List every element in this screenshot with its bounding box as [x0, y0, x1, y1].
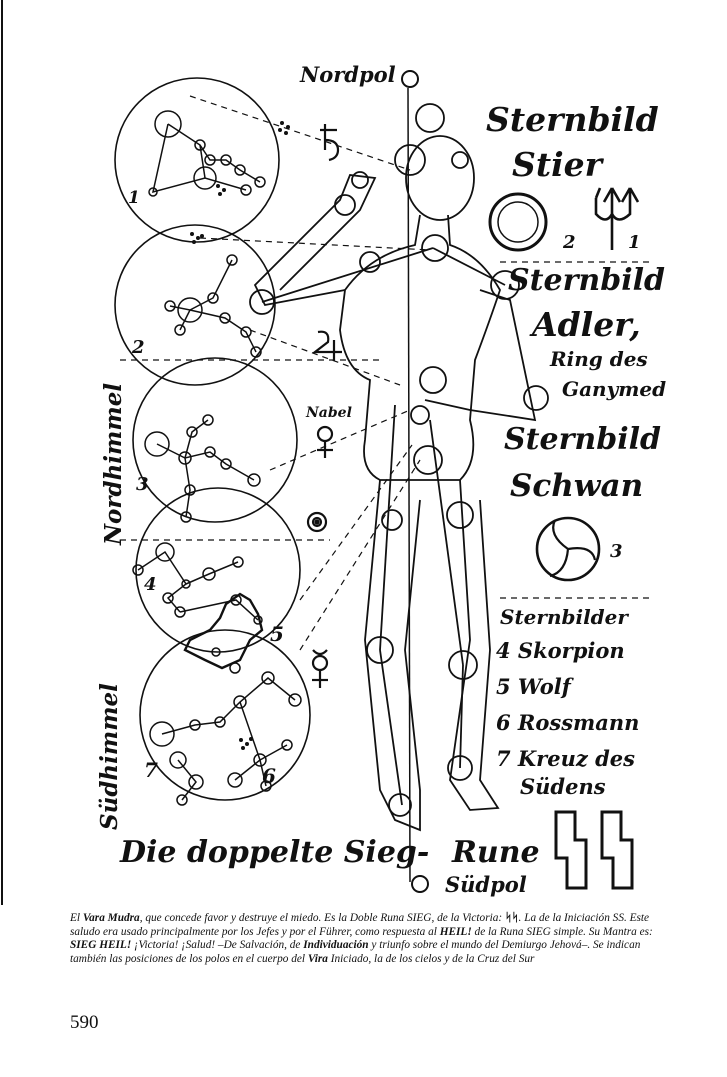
constellation-number-3: 3: [136, 474, 149, 495]
constellation-number-7: 7: [144, 758, 158, 782]
ring-label-1: Ring des: [550, 347, 648, 371]
stier-title-1: Sternbild: [486, 100, 659, 139]
schwan-title-1: Sternbild: [504, 422, 661, 457]
nordpol-circle: [401, 70, 419, 88]
constellation-number-6: 6: [262, 764, 276, 788]
ring-mark-2: 2: [563, 232, 576, 253]
caption-text: . La de la Iniciación SS. Este saludo er…: [70, 912, 650, 938]
caption-text: , que concede favor y destruye el miedo.…: [139, 912, 503, 924]
suedpol-label: Südpol: [445, 872, 527, 897]
caption-text: El: [70, 912, 83, 924]
constellation-number-5: 5: [270, 622, 284, 646]
doppelte-title-1: Die doppelte Sieg-: [120, 835, 430, 870]
rune-mark-1: 1: [628, 232, 641, 253]
planet-symbols: [306, 124, 342, 688]
list-item-6: 6 Rossmann: [496, 710, 640, 735]
suedpol-circle: [411, 875, 429, 893]
stier-title-2: Stier: [512, 145, 602, 184]
triskelion-mark-3: 3: [610, 541, 623, 562]
caption-bold-individuacion: Individuación: [303, 939, 369, 952]
human-figure: [249, 103, 549, 832]
nordpol-label: Nordpol: [300, 62, 396, 87]
sky-circles: [114, 77, 311, 801]
list-item-7b: Südens: [520, 774, 606, 799]
triskelion-symbol: [535, 516, 601, 582]
caption-bold-vara-mudra: Vara Mudra: [82, 912, 140, 924]
adler-title-2: Adler,: [532, 305, 641, 344]
caption-bold-heil: HEIL!: [439, 925, 472, 938]
double-sieg-rune: [554, 810, 634, 890]
schwan-title-2: Schwan: [510, 468, 644, 504]
caption-runes: ᛋᛋ: [504, 912, 519, 924]
constellation-number-4: 4: [144, 574, 157, 595]
constellation-number-1: 1: [128, 188, 140, 208]
suedhimmel-label: Südhimmel: [96, 683, 123, 830]
caption-bold-sieg-heil: SIEG HEIL!: [70, 939, 132, 952]
ring-symbol: [488, 192, 548, 252]
list-item-4: 4 Skorpion: [496, 638, 625, 663]
nordhimmel-label: Nordhimmel: [100, 382, 127, 545]
nabel-label: Nabel: [306, 405, 352, 421]
list-item-5: 5 Wolf: [496, 674, 571, 699]
caption-bold-vira: Vira: [307, 952, 328, 965]
list-item-7a: 7 Kreuz des: [496, 746, 635, 771]
page-number: 590: [70, 1012, 99, 1033]
sternbilder-label: Sternbilder: [500, 605, 628, 629]
caption-text: Iniciado, la de los cielos y de la Cruz …: [327, 952, 535, 965]
caption-text: ¡Victoria! ¡Salud! –De Salvación, de: [131, 939, 304, 952]
figure-caption: El Vara Mudra, que concede favor y destr…: [70, 912, 670, 966]
caption-text: y triunfo sobre el mundo del Demiurgo Je…: [70, 939, 641, 965]
sieg-rune-illustration: [1, 0, 650, 905]
ring-label-2: Ganymed: [562, 377, 667, 401]
caption-text: de la Runa SIEG simple. Su Mantra es:: [471, 925, 653, 938]
constellation-number-2: 2: [132, 337, 145, 358]
doppelte-title-2: Rune: [452, 835, 540, 870]
pole-axis: [407, 87, 411, 883]
adler-title-1: Sternbild: [508, 263, 665, 298]
